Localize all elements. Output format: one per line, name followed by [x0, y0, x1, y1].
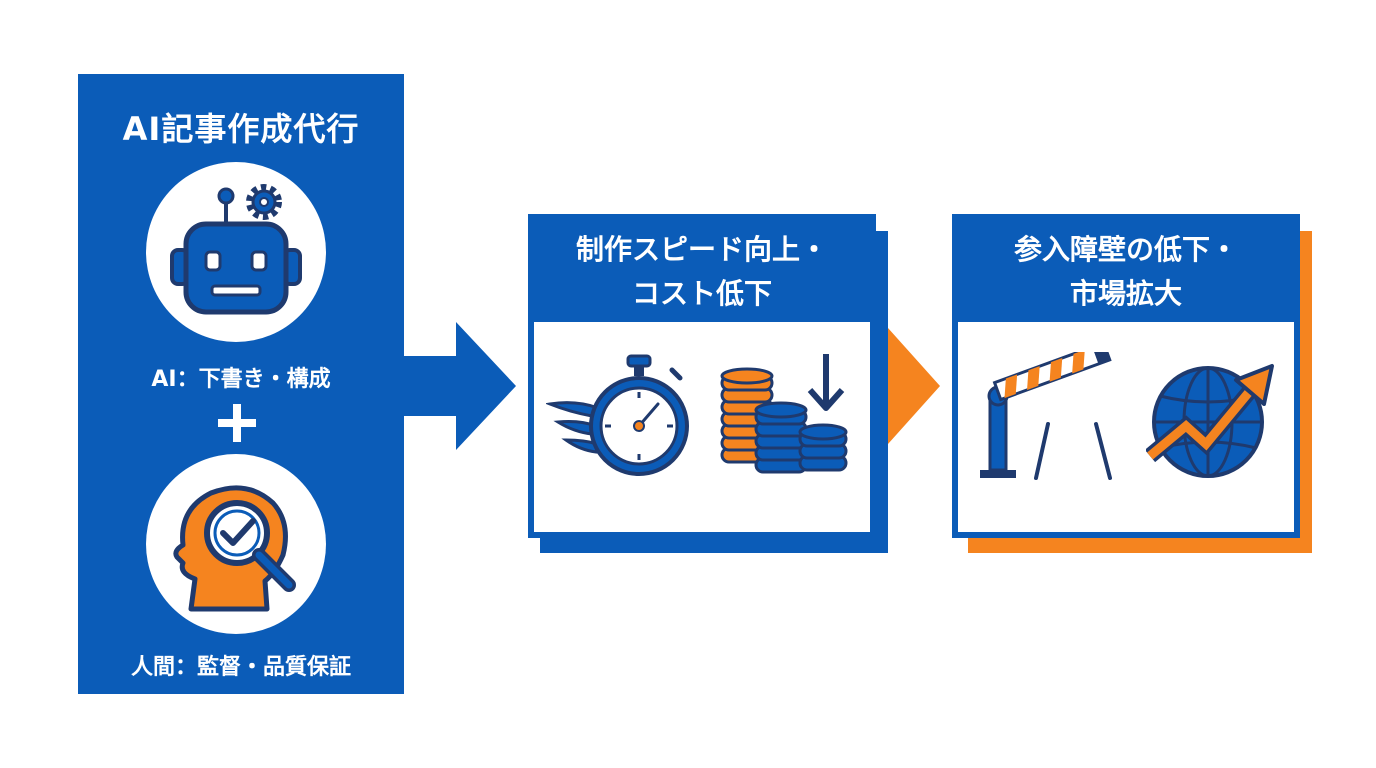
right-arrow-icon: [404, 322, 516, 450]
market-expansion-title-line2: 市場拡大: [1069, 277, 1182, 310]
speed-cost-title: 制作スピード向上・ コスト低下: [528, 228, 876, 316]
speed-cost-panel: 制作スピード向上・ コスト低下: [528, 214, 876, 538]
head-magnifier-check-icon: [173, 485, 296, 612]
market-expansion-panel: 参入障壁の低下・ 市場拡大: [952, 214, 1300, 538]
orange-right-arrow-icon: [888, 328, 940, 444]
plus-icon: [218, 404, 256, 442]
coin-stacks-down-arrow-icon: [720, 354, 848, 474]
human-circle: [146, 454, 326, 634]
market-expansion-illustration-area: [958, 322, 1294, 532]
speed-cost-title-line1: 制作スピード向上・: [575, 233, 828, 266]
market-expansion-title: 参入障壁の低下・ 市場拡大: [952, 228, 1300, 316]
speed-cost-illustration-area: [534, 322, 870, 532]
robot-circle: [146, 162, 326, 342]
raised-barrier-gate-icon: [980, 352, 1112, 480]
human-role-caption: 人間：監督・品質保証: [130, 655, 351, 680]
speed-cost-title-line2: コスト低下: [631, 277, 772, 310]
ai-writing-service-panel: AI記事作成代行 AI：下書き・構成: [78, 74, 404, 694]
market-expansion-title-line1: 参入障壁の低下・: [1013, 233, 1238, 266]
winged-stopwatch-icon: [546, 354, 689, 476]
globe-upward-arrow-icon: [1146, 364, 1274, 478]
ai-role-caption: AI：下書き・構成: [151, 367, 331, 392]
robot-gear-icon: [170, 184, 302, 315]
service-title: AI記事作成代行: [122, 110, 360, 148]
